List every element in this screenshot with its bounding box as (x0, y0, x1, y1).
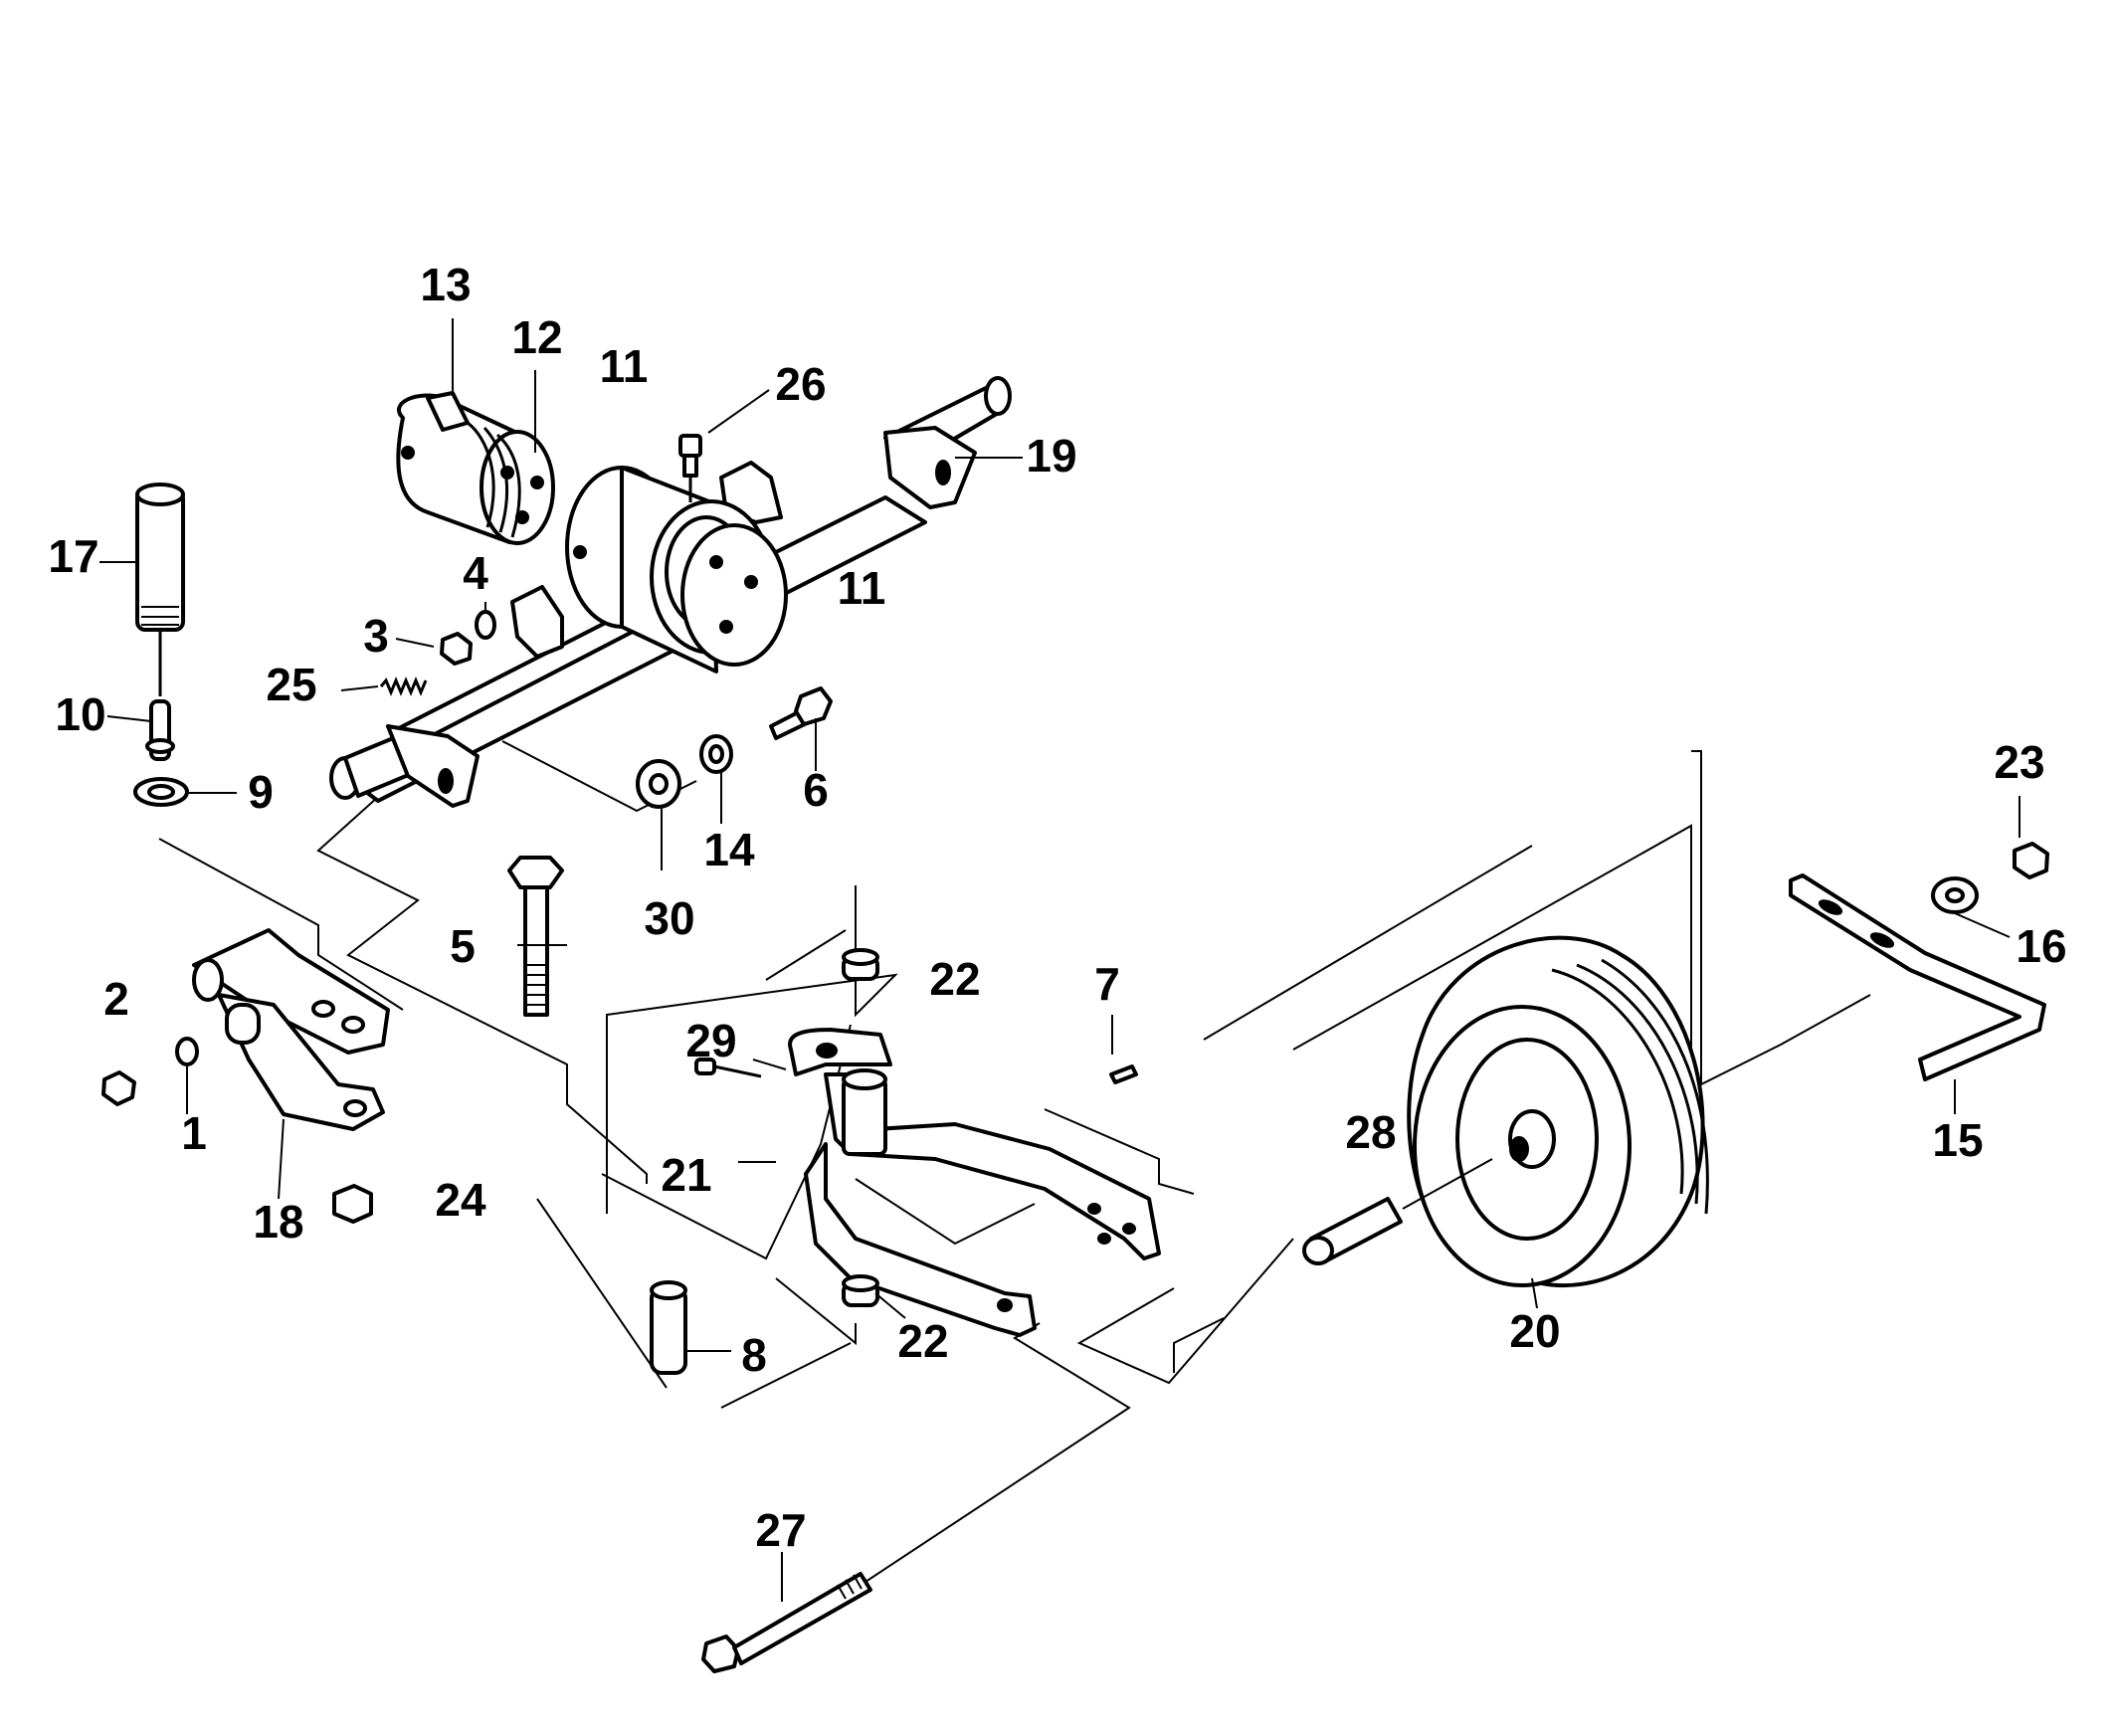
part-7-pin (1109, 1064, 1138, 1084)
callout-16: 16 (2016, 920, 2066, 972)
callout-28: 28 (1345, 1106, 1396, 1158)
callout-2: 2 (103, 973, 129, 1025)
part-22-nut-top (842, 948, 879, 981)
part-26-grease-nipple (678, 434, 702, 502)
part-30-washer (636, 759, 681, 809)
callout-24: 24 (435, 1174, 486, 1226)
part-21-fork (788, 1028, 1161, 1337)
part-8-spacer (650, 1280, 687, 1375)
callout-25: 25 (266, 659, 316, 710)
callout-19: 19 (1026, 430, 1076, 482)
part-18-bracket (192, 928, 390, 1131)
part-12-13-coupling (396, 391, 555, 545)
part-11-axle-frame (329, 376, 1012, 808)
part-16-washer (1931, 876, 1979, 914)
part-10-pin (145, 699, 175, 761)
callout-23: 23 (1994, 736, 2044, 788)
callout-3: 3 (363, 610, 389, 662)
callout-7: 7 (1094, 958, 1120, 1010)
callout-12: 12 (511, 311, 562, 363)
callout-22-bottom: 22 (897, 1315, 948, 1367)
part-4-washer (475, 610, 496, 640)
callout-18: 18 (253, 1196, 303, 1248)
part-9-washer (133, 777, 189, 807)
callout-30: 30 (644, 892, 694, 944)
part-15-bracket (1789, 873, 2046, 1081)
callout-9: 9 (248, 766, 274, 818)
callout-1: 1 (181, 1107, 207, 1159)
part-24-nut (332, 1184, 373, 1224)
callout-8: 8 (741, 1329, 767, 1381)
callout-11-right: 11 (838, 562, 886, 614)
callout-26: 26 (775, 358, 826, 410)
part-20-wheel (1407, 935, 1709, 1288)
callout-14: 14 (703, 824, 755, 875)
part-3-nut (440, 632, 473, 666)
callout-13: 13 (420, 259, 471, 310)
callout-15: 15 (1932, 1114, 1983, 1166)
part-6-bolt (769, 686, 833, 740)
part-5-bolt (507, 856, 564, 1017)
callout-29: 29 (685, 1015, 736, 1066)
callout-leader-lines (99, 318, 2020, 1602)
part-1-washer (175, 1037, 199, 1066)
callout-5: 5 (450, 920, 476, 972)
part-17-sleeve (135, 482, 185, 696)
callout-22-top: 22 (929, 953, 980, 1005)
part-23-nut (2013, 842, 2049, 879)
part-14-washer (699, 734, 733, 774)
callout-21: 21 (661, 1149, 711, 1201)
callout-27: 27 (755, 1504, 806, 1556)
callout-6: 6 (803, 764, 829, 816)
part-29-grease-nipple (694, 1058, 762, 1078)
part-22-nut-bottom (842, 1274, 879, 1307)
part-27-bolt (701, 1572, 872, 1673)
part-25-spring (379, 676, 428, 696)
part-28-axle-tube (1302, 1158, 1493, 1265)
part-nut-left (101, 1070, 136, 1106)
callout-20: 20 (1509, 1305, 1560, 1357)
callout-labels: 13 12 11 26 19 11 17 4 3 25 10 9 6 14 30… (48, 259, 2066, 1556)
callout-11-top: 11 (600, 340, 649, 392)
callout-17: 17 (48, 530, 98, 582)
callout-4: 4 (463, 547, 488, 599)
callout-10: 10 (55, 688, 105, 740)
